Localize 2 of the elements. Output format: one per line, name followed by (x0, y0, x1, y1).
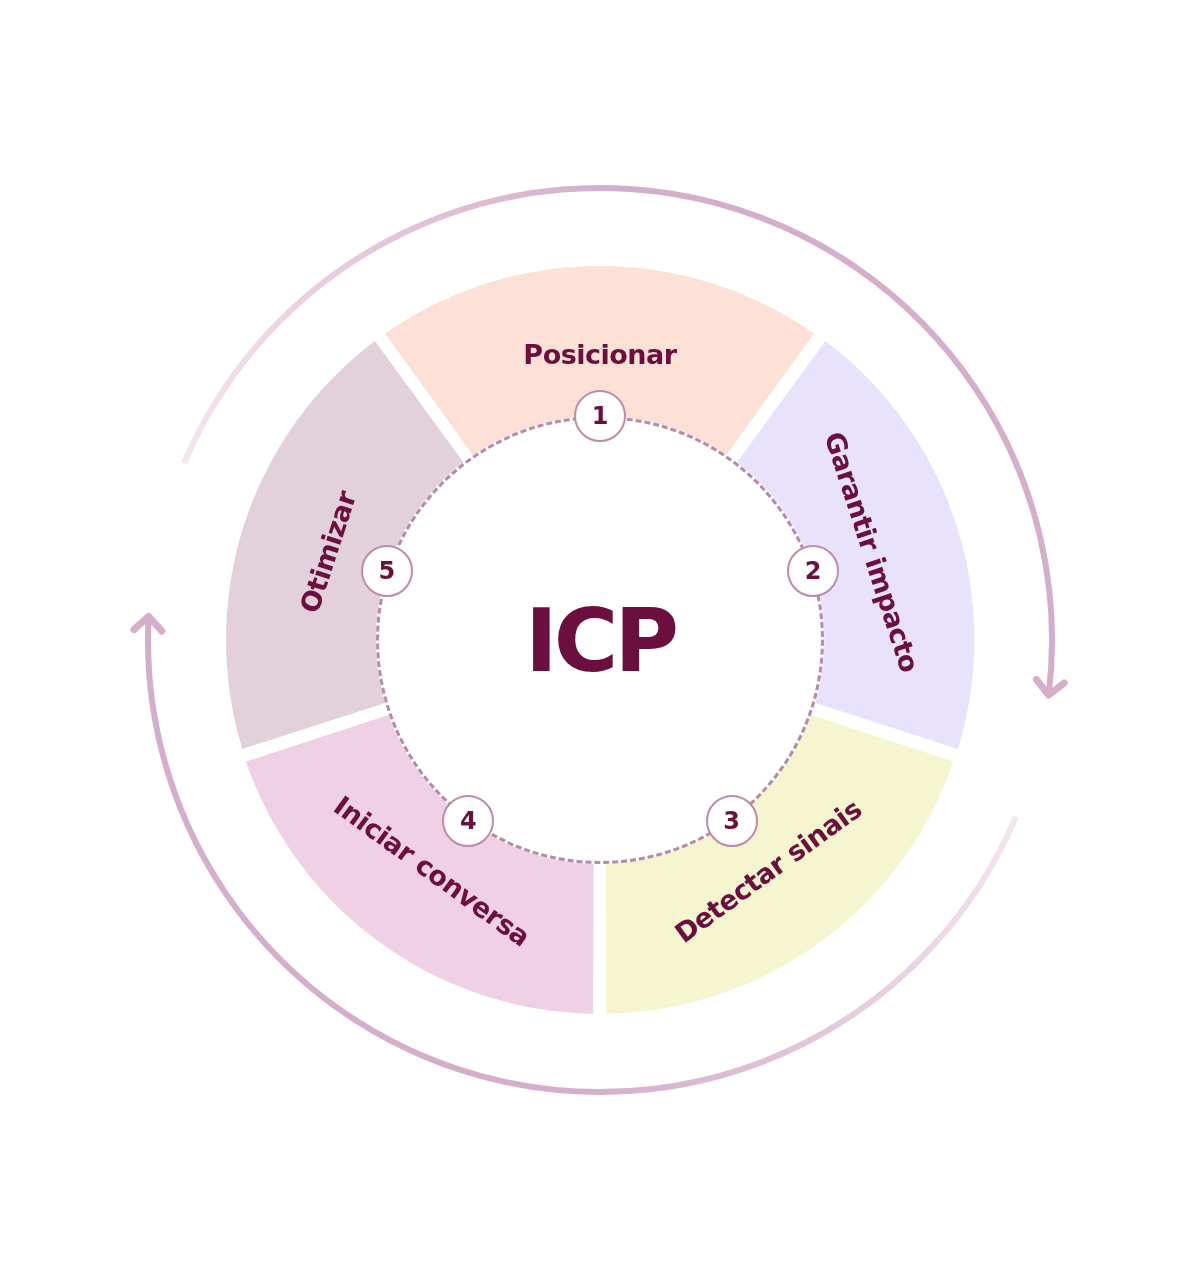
segment-label: Posicionar (523, 338, 677, 370)
center-title: ICP (525, 588, 675, 692)
